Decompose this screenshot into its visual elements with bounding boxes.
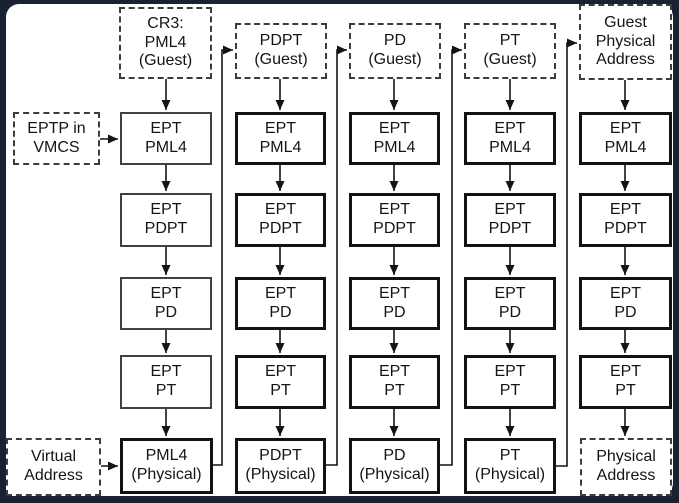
col5-ept-pml4-box: EPT PML4	[579, 112, 672, 165]
col3-ept-pdpt-box: EPT PDPT	[349, 193, 440, 247]
col5-ept-pdpt-box: EPT PDPT	[579, 193, 672, 247]
col5-ept-pt-box: EPT PT	[579, 355, 672, 409]
col4-ept-pdpt-box: EPT PDPT	[464, 193, 556, 247]
col2-ept-pd-box: EPT PD	[235, 277, 326, 330]
col1-ept-pdpt-box: EPT PDPT	[120, 193, 212, 247]
col2-pdpt-physical-box: PDPT (Physical)	[235, 438, 326, 494]
guest-pdpt-box: PDPT (Guest)	[235, 23, 327, 79]
col1-ept-pt-box: EPT PT	[120, 355, 212, 409]
col2-ept-pt-box: EPT PT	[235, 355, 326, 409]
col4-pt-physical-box: PT (Physical)	[464, 438, 556, 494]
diagram-panel	[6, 4, 673, 496]
col4-ept-pt-box: EPT PT	[464, 355, 556, 409]
eptp-in-vmcs-box: EPTP in VMCS	[13, 112, 100, 165]
col3-pd-physical-box: PD (Physical)	[349, 438, 440, 494]
guest-pd-box: PD (Guest)	[349, 23, 441, 79]
col5-ept-pd-box: EPT PD	[579, 277, 672, 330]
col4-ept-pml4-box: EPT PML4	[464, 112, 556, 165]
col3-ept-pt-box: EPT PT	[349, 355, 440, 409]
guest-pt-box: PT (Guest)	[464, 23, 556, 79]
col3-ept-pml4-box: EPT PML4	[349, 112, 440, 165]
col1-ept-pd-box: EPT PD	[120, 277, 212, 330]
col1-ept-pml4-box: EPT PML4	[120, 112, 212, 165]
guest-cr3-pml4-box: CR3: PML4 (Guest)	[119, 7, 212, 79]
col1-pml4-physical-box: PML4 (Physical)	[120, 438, 213, 494]
col2-ept-pml4-box: EPT PML4	[235, 112, 326, 165]
guest-physical-address-box: Guest Physical Address	[579, 4, 672, 80]
col4-ept-pd-box: EPT PD	[464, 277, 556, 330]
col3-ept-pd-box: EPT PD	[349, 277, 440, 330]
physical-address-box: Physical Address	[580, 438, 672, 496]
virtual-address-box: Virtual Address	[6, 438, 101, 496]
col2-ept-pdpt-box: EPT PDPT	[235, 193, 326, 247]
